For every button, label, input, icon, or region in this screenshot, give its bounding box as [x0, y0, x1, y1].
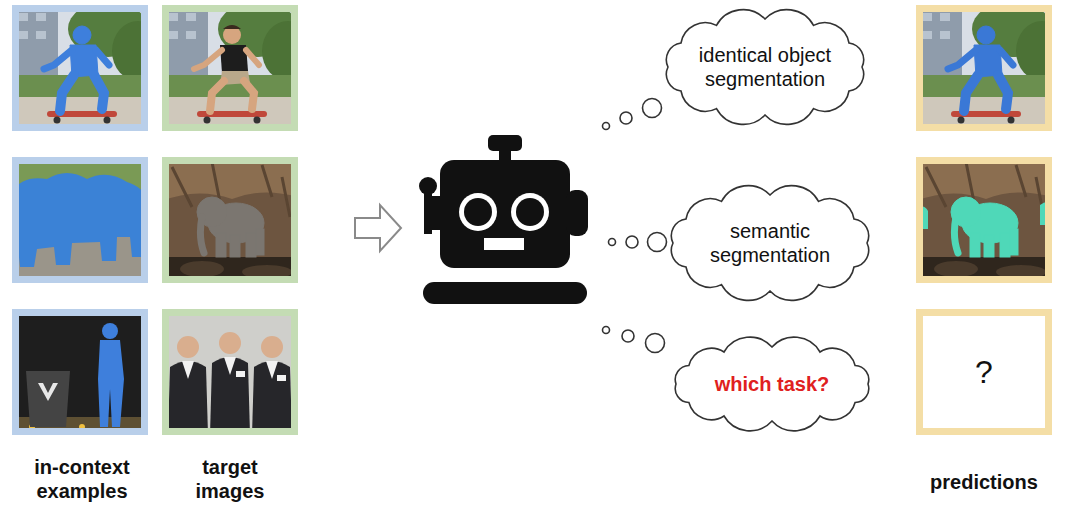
thought-cloud: which task? — [663, 334, 881, 434]
target-photo — [162, 5, 298, 131]
target-photo — [224, 357, 236, 375]
thought-trail — [622, 330, 634, 342]
thought-cloud: identical object segmentation — [655, 6, 875, 128]
example-photo — [12, 309, 148, 435]
flow-arrow — [355, 205, 401, 251]
target-photo — [166, 313, 295, 432]
prediction-photo — [948, 26, 1013, 111]
target-photo — [210, 81, 224, 111]
target-photo — [166, 161, 295, 280]
target-photo — [168, 361, 208, 435]
target-photo — [162, 157, 298, 283]
robot-icon — [419, 135, 588, 304]
robot-icon — [464, 198, 492, 226]
example-photo — [12, 5, 148, 131]
thought-trail — [646, 334, 665, 353]
robot-icon — [516, 198, 544, 226]
robot-icon — [459, 193, 497, 231]
thought-trail — [648, 233, 667, 252]
target-photo — [162, 157, 298, 283]
target-photo — [246, 50, 259, 65]
target-photo — [252, 361, 292, 435]
target-photo — [162, 157, 298, 283]
example-photo — [44, 26, 109, 111]
prediction-photo — [916, 5, 1052, 131]
prediction-photo — [920, 161, 1049, 280]
example-photo — [12, 157, 148, 283]
prediction-photo — [920, 9, 1049, 128]
robot-icon — [423, 282, 587, 304]
cloud-outline — [671, 186, 868, 301]
prediction-box: ? — [916, 309, 1052, 435]
example-photo — [16, 9, 145, 128]
example-photo — [98, 340, 124, 427]
target-photo — [162, 1, 314, 131]
example-photo — [38, 383, 58, 401]
example-photo — [26, 371, 70, 427]
thought-trail — [643, 99, 662, 118]
cloud-outline — [675, 337, 868, 431]
task-text: semantic segmentation — [695, 219, 845, 267]
thought-trail — [603, 99, 667, 353]
prediction-photo — [916, 157, 1052, 283]
target-photo — [210, 357, 250, 435]
robot-icon — [488, 135, 522, 151]
column-label: predictions — [904, 470, 1064, 494]
target-photo — [162, 309, 298, 435]
thought-trail — [609, 239, 616, 246]
target-photo — [223, 25, 241, 29]
example-photo — [16, 313, 145, 432]
thought-trail — [626, 236, 638, 248]
thought-trail — [603, 327, 610, 334]
thought-cloud: semantic segmentation — [660, 182, 880, 304]
prediction-photo — [916, 5, 1052, 131]
target-photo — [223, 26, 241, 44]
example-photo — [16, 161, 145, 280]
example-photo — [102, 323, 118, 339]
target-photo — [244, 81, 254, 109]
task-text: identical object segmentation — [690, 43, 840, 91]
target-photo — [277, 375, 286, 381]
target-photo — [162, 309, 298, 435]
task-text: which task? — [715, 372, 829, 396]
target-photo — [177, 336, 199, 358]
target-photo — [162, 5, 298, 131]
question-mark: ? — [975, 353, 993, 391]
cloud-outline — [666, 10, 863, 125]
robot-icon — [484, 238, 524, 250]
robot-icon — [428, 196, 442, 230]
example-photo — [12, 5, 148, 131]
target-photo — [266, 361, 278, 379]
thought-trail — [620, 112, 632, 124]
target-photo — [197, 197, 264, 257]
cloud-outline — [655, 6, 875, 128]
target-photo — [236, 371, 245, 377]
robot-icon — [440, 160, 570, 268]
cloud-outline — [660, 182, 880, 304]
prediction-photo — [916, 157, 1052, 283]
example-photo — [12, 309, 148, 435]
robot-icon — [566, 190, 588, 236]
target-photo — [194, 50, 222, 69]
prediction-photo — [916, 1, 1068, 131]
column-label: target images — [175, 455, 285, 503]
target-photo — [182, 361, 194, 379]
target-photo — [261, 336, 283, 358]
target-photo — [219, 332, 241, 354]
example-photo — [12, 173, 148, 267]
example-photo — [12, 157, 148, 283]
thought-trail — [603, 123, 610, 130]
prediction-photo — [916, 157, 1052, 283]
example-photo — [12, 1, 164, 131]
target-photo — [162, 309, 298, 435]
example-photo — [12, 309, 148, 435]
target-photo — [166, 9, 295, 128]
robot-icon — [511, 193, 549, 231]
column-label: in-context examples — [17, 455, 147, 503]
example-photo — [12, 157, 148, 283]
prediction-photo — [951, 197, 1018, 257]
